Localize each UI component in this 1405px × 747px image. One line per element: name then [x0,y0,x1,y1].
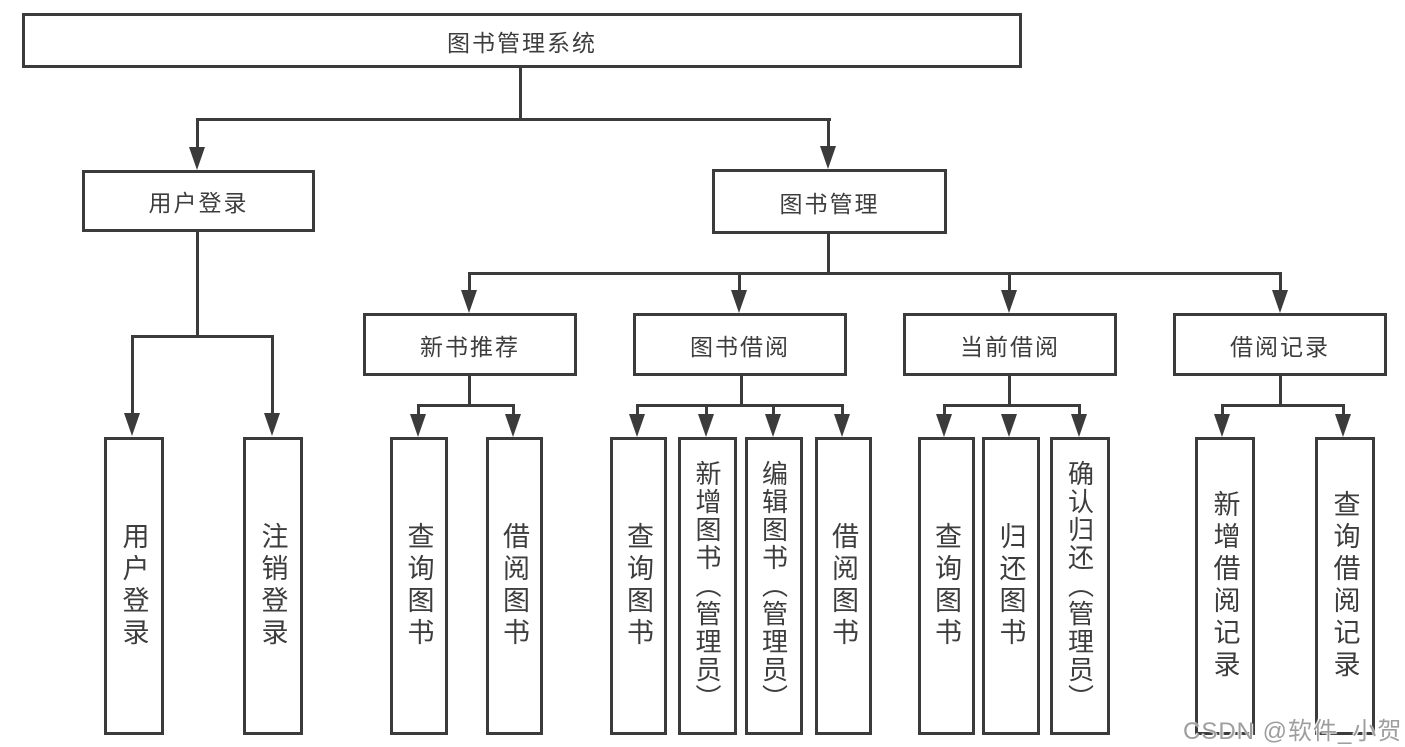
arrow-down-icon [189,147,205,170]
connector-line [1221,404,1345,407]
connector-line [196,232,199,338]
leaf-records-query-record: 查询借阅记录 [1315,437,1375,735]
arrow-down-icon [1335,414,1351,437]
connector-line [1279,376,1282,407]
connector-line [512,404,515,416]
arrow-down-icon [1001,414,1017,437]
connector-line [636,404,844,407]
leaf-borrow-add-books-admin: 新增图书（管理员） [678,437,737,735]
connector-line [841,404,844,416]
arrow-down-icon [765,414,781,437]
connector-line [772,404,775,416]
arrow-down-icon [1001,290,1017,313]
connector-line [740,376,743,407]
arrow-down-icon [505,414,521,437]
node-book-management: 图书管理 [712,169,947,234]
leaf-newbook-borrow-books: 借阅图书 [486,437,543,735]
arrow-down-icon [698,414,714,437]
connector-line [1078,404,1081,416]
leaf-user-login: 用户登录 [104,437,164,735]
node-book-borrow: 图书借阅 [633,313,847,376]
leaf-current-return-books: 归还图书 [982,437,1040,735]
leaf-newbook-query-books: 查询图书 [390,437,448,735]
connector-line [827,234,830,275]
connector-line [827,118,830,150]
connector-line [1008,272,1011,292]
arrow-down-icon [1071,414,1087,437]
connector-line [271,335,274,415]
connector-line [636,404,639,416]
connector-line [1008,376,1011,407]
connector-line [1342,404,1345,416]
node-new-book-recommend: 新书推荐 [363,313,577,376]
connector-line [943,404,1081,407]
arrow-down-icon [820,146,836,169]
connector-line [943,404,946,416]
connector-line [417,404,420,416]
arrow-down-icon [1272,290,1288,313]
node-user-login: 用户登录 [82,170,315,232]
arrow-down-icon [410,414,426,437]
connector-line [417,404,515,407]
leaf-logout: 注销登录 [243,437,303,735]
leaf-borrow-borrow-books: 借阅图书 [815,437,872,735]
arrow-down-icon [264,413,280,436]
leaf-current-confirm-return-admin: 确认归还（管理员） [1050,437,1110,735]
arrow-down-icon [731,290,747,313]
connector-line [1279,272,1282,292]
connector-line [1221,404,1224,416]
connector-line [468,272,1282,275]
watermark: CSDN @软件_小贺同学 [1183,718,1403,745]
arrow-down-icon [1214,414,1230,437]
node-borrow-records: 借阅记录 [1173,313,1387,376]
connector-line [196,118,199,150]
arrow-down-icon [461,290,477,313]
connector-line [468,376,471,407]
connector-line [738,272,741,292]
leaf-records-add-record: 新增借阅记录 [1195,437,1255,735]
connector-line [468,272,471,292]
arrow-down-icon [629,414,645,437]
connector-line [705,404,708,416]
connector-line [131,335,134,415]
leaf-current-query-books: 查询图书 [918,437,975,735]
arrow-down-icon [124,413,140,436]
leaf-borrow-edit-books-admin: 编辑图书（管理员） [745,437,803,735]
connector-line [196,118,831,121]
arrow-down-icon [834,414,850,437]
connector-line [519,68,522,121]
arrow-down-icon [936,414,952,437]
leaf-borrow-query-books: 查询图书 [610,437,667,735]
node-current-borrow: 当前借阅 [903,313,1117,376]
connector-line [131,335,274,338]
node-root: 图书管理系统 [22,13,1022,68]
